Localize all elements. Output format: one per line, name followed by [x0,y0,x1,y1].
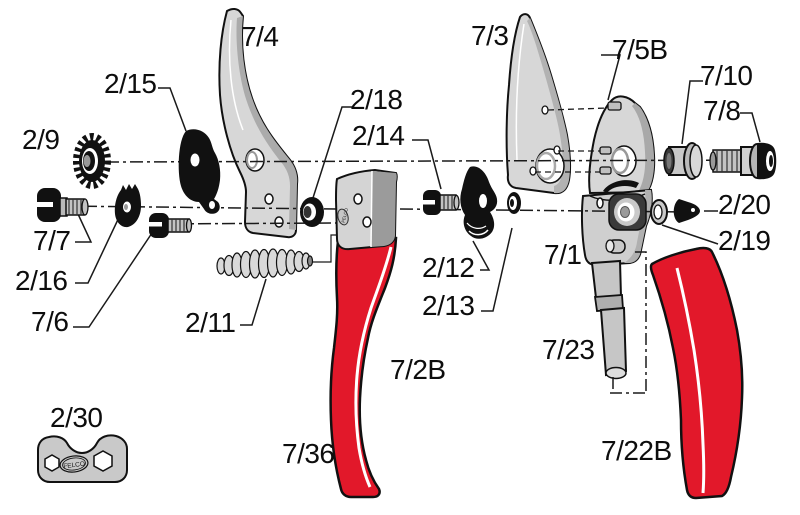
part-label-7-10: 7/10 [700,60,753,91]
part-label-7-23: 7/23 [542,334,595,365]
part-bolt-7-7 [37,188,89,222]
part-handle-7-2B: FELCO [329,168,398,499]
part-label-7-1: 7/1 [544,239,582,270]
part-label-2-9: 2/9 [22,124,60,155]
part-label-2-19: 2/19 [718,225,771,256]
part-key-2-30: FELCO [37,434,128,483]
part-nut-2-18 [300,197,324,227]
part-toothed-nut-2-9 [73,133,111,189]
part-handle-7-22B [649,246,744,500]
part-label-7-7: 7/7 [33,225,71,256]
part-label-7-3: 7/3 [471,20,509,51]
part-toothed-cam-2-16 [114,184,141,228]
part-label-7-5B: 7/5B [612,34,668,65]
part-label-7-36: 7/36 [282,438,335,469]
part-label-7-8: 7/8 [703,95,741,126]
part-label-2-18: 2/18 [350,84,403,115]
part-label-7-6: 7/6 [31,306,69,337]
part-blade-7-3 [505,13,572,195]
part-spring-2-11 [216,248,314,279]
part-cam-plate-2-15 [178,129,221,214]
part-label-2-16: 2/16 [15,265,68,296]
part-head-7-5B [588,95,656,195]
felco-stamp-handle-text: FELCO [341,207,350,223]
alignment-dashes [535,107,609,173]
part-bushing-7-10 [663,142,703,180]
part-label-7-4: 7/4 [241,21,279,52]
part-label-2-11: 2/11 [185,307,236,338]
part-label-2-30: 2/30 [50,402,103,433]
part-blade-7-4 [218,7,299,239]
part-label-7-22B: 7/22B [601,435,672,466]
leader-lines [73,54,761,457]
part-cone-nut-2-20 [673,199,700,223]
part-washer-2-13 [507,192,521,214]
part-head-pins-7-5B [599,101,622,175]
felco-stamp-handle: FELCO [337,207,350,226]
part-label-2-14: 2/14 [352,120,405,151]
part-label-2-12: 2/12 [422,252,475,283]
part-label-2-20: 2/20 [718,189,771,220]
part-label-7-2B: 7/2B [390,354,446,385]
part-label-2-15: 2/15 [104,68,157,99]
part-bolt-7-8 [709,142,777,180]
part-bolt-7-6 [149,213,193,238]
felco-stamp-key: FELCO [59,455,89,473]
part-pivot-pin-7-23 [590,259,628,380]
part-washer-2-19 [650,199,668,225]
part-label-2-13: 2/13 [422,290,475,321]
part-bolt-2-14 [423,190,460,215]
part-cam-2-12 [460,166,498,239]
part-bearing-7-1 [596,193,647,254]
felco-stamp-key-text: FELCO [63,461,85,471]
